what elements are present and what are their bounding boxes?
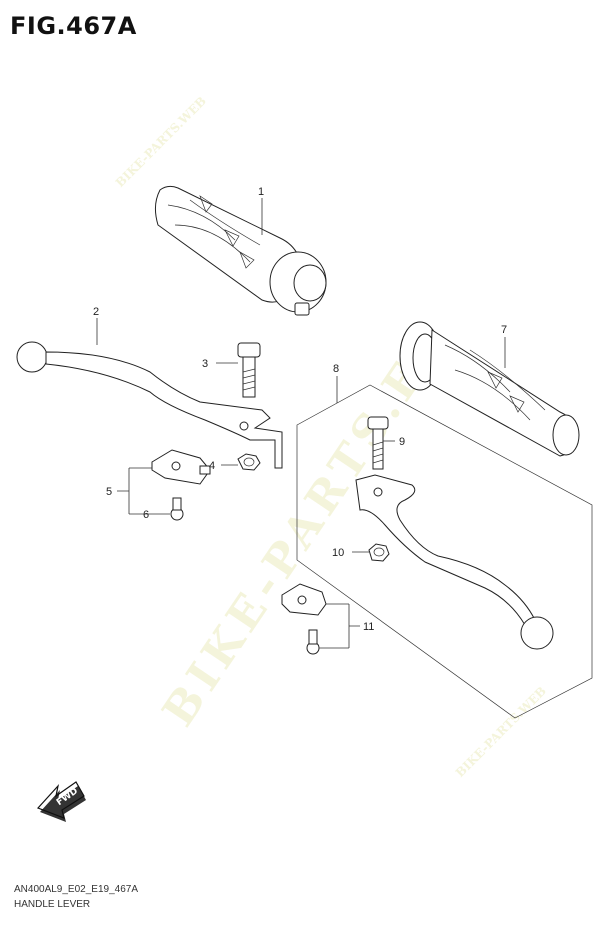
screw-6[interactable] [170, 497, 184, 521]
right-lever[interactable] [355, 474, 554, 650]
left-grip[interactable] [154, 185, 327, 316]
model-code: AN400AL9_E02_E19_467A [14, 884, 138, 895]
callout-10: 10 [332, 547, 344, 559]
callout-7: 7 [501, 324, 507, 336]
nut-4[interactable] [237, 453, 261, 471]
callout-2: 2 [93, 306, 99, 318]
switch-5[interactable] [151, 449, 211, 485]
assembly-box-8 [296, 384, 593, 719]
left-lever[interactable] [16, 341, 283, 469]
switch-11[interactable] [281, 583, 327, 655]
bolt-9[interactable] [367, 416, 389, 470]
figure-title: FIG.467A [10, 12, 137, 40]
callout-11: 11 [363, 621, 374, 633]
leader-lines [96, 198, 506, 649]
callout-6: 6 [143, 509, 149, 521]
bolt-3[interactable] [237, 342, 261, 398]
right-grip[interactable] [399, 321, 580, 457]
callout-9: 9 [399, 436, 405, 448]
callout-3: 3 [202, 358, 208, 370]
figure-caption: HANDLE LEVER [14, 899, 91, 910]
callout-5: 5 [106, 486, 112, 498]
callout-1: 1 [258, 186, 264, 198]
callout-8: 8 [333, 363, 339, 375]
callout-4: 4 [209, 460, 215, 472]
fwd-arrow-icon: FWD [36, 781, 86, 822]
nut-10[interactable] [368, 543, 390, 562]
